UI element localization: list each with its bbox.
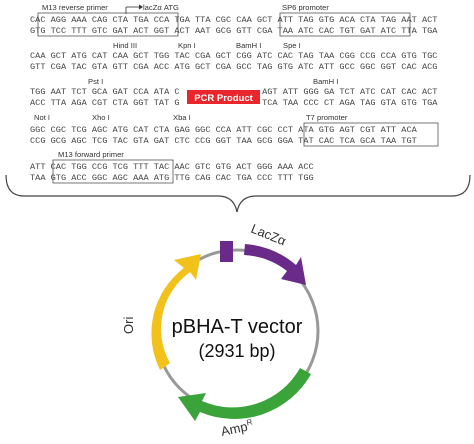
amp-arrow bbox=[178, 368, 311, 421]
amp-label-text: Amp bbox=[220, 419, 249, 439]
bamh-i-label-2: BamH I bbox=[313, 77, 338, 86]
hind-iii-label: Hind III bbox=[113, 41, 137, 50]
xho-i-label: Xho I bbox=[92, 113, 110, 122]
m13-forward-primer-box bbox=[52, 159, 174, 184]
seq-row-1-top: CAC AGG AAA CAG CTA TGA CCA TGA TTA CGC … bbox=[30, 15, 437, 25]
seq-row-4-bottom: CCG GCG AGC TCG TAC GTA GAT CTC CCG GGT … bbox=[30, 136, 417, 146]
seq-row-2-top: CAA GCT ATG CAT CAA GCT TGG TAC CGA GCT … bbox=[30, 51, 437, 61]
pcr-product-label: PCR Product bbox=[194, 93, 253, 104]
lacza-start-bar bbox=[220, 241, 233, 262]
seq-row-1-bottom: GTG TCC TTT GTC GAT ACT GGT ACT AAT GCG … bbox=[30, 26, 438, 36]
seq-row-2-bottom: GTT CGA TAC GTA GTT CGA ACC ATG GCT CGA … bbox=[30, 62, 437, 72]
ori-arrow bbox=[151, 254, 201, 370]
m13-reverse-primer-box bbox=[37, 12, 179, 37]
kpn-i-label: Kpn I bbox=[178, 41, 196, 50]
seq-row-5-bottom: TAA GTG ACC GGC AGC AAA ATG TTG CAG CAC … bbox=[30, 173, 314, 183]
lacza-arrow bbox=[244, 244, 306, 285]
plasmid-name: pBHA-T vector bbox=[172, 316, 303, 338]
lacza-atg-label: lacZα ATG bbox=[143, 3, 179, 12]
sequence-block: M13 reverse primer lacZα ATG SP6 promote… bbox=[30, 3, 439, 184]
seq-row-5-top: ATT CAC TGG CCG TCG TTT TAC AAC GTC GTG … bbox=[30, 162, 314, 172]
bamh-i-label-1: BamH I bbox=[236, 41, 261, 50]
plasmid-size: (2931 bp) bbox=[198, 341, 275, 361]
lacza-label: LacZα bbox=[249, 221, 289, 249]
m13-reverse-primer-label: M13 reverse primer bbox=[42, 3, 108, 12]
pst-i-label: Pst I bbox=[88, 77, 103, 86]
pcr-product-insert: PCR Product bbox=[187, 90, 260, 104]
sp6-promoter-label: SP6 promoter bbox=[282, 3, 329, 12]
amp-superscript: R bbox=[246, 417, 254, 427]
m13-forward-primer-label: M13 forward primer bbox=[58, 150, 124, 159]
t7-promoter-label: T7 promoter bbox=[306, 113, 348, 122]
amp-label: AmpR bbox=[220, 417, 255, 438]
plasmid-map: pBHA-T vector (2931 bp) LacZα Ori AmpR bbox=[121, 221, 320, 439]
xba-i-label: Xba I bbox=[173, 113, 191, 122]
t7-promoter-box bbox=[303, 122, 439, 147]
svg-text:AmpR: AmpR bbox=[220, 417, 255, 438]
seq-row-4-top: GGC CGC TCG AGC ATG CAT CTA GAG GGC CCA … bbox=[30, 125, 418, 135]
sp6-promoter-box bbox=[279, 12, 411, 37]
curly-brace bbox=[5, 174, 471, 213]
lacza-start-arrow bbox=[125, 4, 143, 14]
ori-label: Ori bbox=[121, 317, 136, 334]
not-i-label: Not I bbox=[34, 113, 50, 122]
spe-i-label: Spe I bbox=[283, 41, 301, 50]
